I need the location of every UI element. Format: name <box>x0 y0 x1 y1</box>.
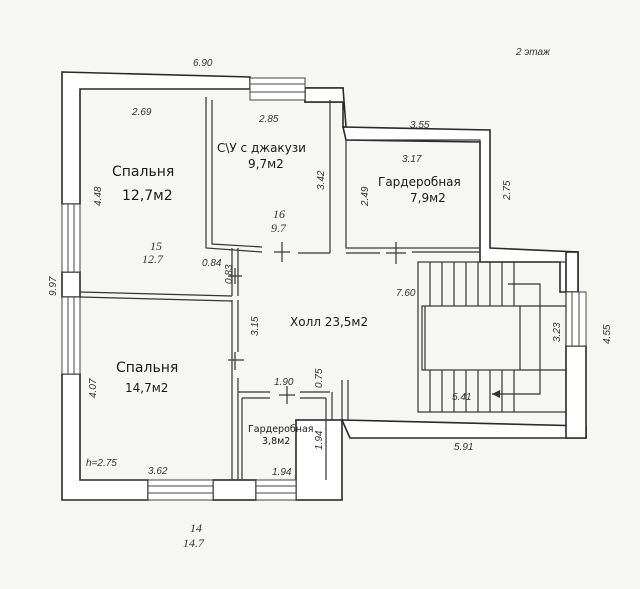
door-marks <box>228 242 406 404</box>
wardrobe2-area: 3,8м2 <box>262 436 290 447</box>
window-top <box>249 77 306 101</box>
dim-190: 1.90 <box>274 377 294 388</box>
window-left-upper <box>61 203 81 273</box>
dim-wardrobe2-side: 1.94 <box>314 430 325 450</box>
wardrobe1-name: Гардеробная <box>378 175 461 189</box>
bedroom1-name: Спальня <box>112 164 174 180</box>
bath-name: С\У с джакузи <box>217 141 306 155</box>
dim-bath-top: 2.85 <box>258 114 279 125</box>
interior-walls <box>79 97 481 480</box>
stair-steps-lower <box>429 370 515 412</box>
bedroom1-number: 15 <box>150 239 162 253</box>
dim-top: 6.90 <box>193 58 213 69</box>
bedroom1-number-area: 12.7 <box>142 252 164 266</box>
stair-steps-upper <box>429 262 515 306</box>
bath-number-area: 9.7 <box>271 221 287 235</box>
bedroom2-name: Спальня <box>116 360 178 376</box>
window-bottom-left <box>147 479 214 501</box>
dim-right-top: 3.55 <box>410 120 430 131</box>
bedroom1-area: 12,7м2 <box>122 188 173 204</box>
window-right <box>565 291 587 347</box>
dim-wardrobe1-side: 2.49 <box>360 186 371 207</box>
dim-wardrobe2-bottom: 1.94 <box>272 467 292 478</box>
dim-075: 0.75 <box>314 368 325 388</box>
stair-arrow-icon <box>492 390 500 398</box>
dim-stair-bottom: 5.41 <box>452 392 471 403</box>
dim-bottom-right: 5.91 <box>454 442 473 453</box>
dim-083: 0.83 <box>224 264 235 284</box>
windows <box>61 77 587 501</box>
staircase <box>417 261 567 413</box>
dim-stair-top: 7.60 <box>396 288 416 299</box>
dim-ceiling-height: h=2.75 <box>86 458 117 469</box>
wardrobe1-area: 7,9м2 <box>410 191 446 205</box>
hall-name: Холл 23,5м2 <box>290 315 368 329</box>
window-bottom-right <box>255 479 297 501</box>
dim-bedroom1-side: 4.48 <box>93 186 104 206</box>
dim-right-side: 2.75 <box>502 180 513 201</box>
dim-left-total: 9.97 <box>48 276 59 296</box>
dim-stair-side: 3.23 <box>552 322 563 342</box>
floor-label: 2 этаж <box>515 47 551 58</box>
bath-area: 9,7м2 <box>248 157 284 171</box>
wardrobe2-name: Гардеробная <box>248 424 314 435</box>
dim-bedroom1-top: 2.69 <box>131 107 152 118</box>
bedroom2-area: 14,7м2 <box>125 381 168 395</box>
dim-bedroom2-side: 4.07 <box>88 378 99 398</box>
dim-bath-side: 3.42 <box>316 170 327 190</box>
dim-315: 3.15 <box>250 316 261 336</box>
dim-right-total: 4.55 <box>602 324 613 344</box>
bedroom2-number-area: 14.7 <box>183 536 205 550</box>
dim-bedroom2-bottom: 3.62 <box>148 466 168 477</box>
dim-084: 0.84 <box>202 258 222 269</box>
dim-wardrobe1-top: 3.17 <box>402 154 422 165</box>
bedroom2-number: 14 <box>190 521 202 535</box>
bath-number: 16 <box>273 207 285 221</box>
dimensions: 6.90 2.69 2.85 3.55 3.17 4.48 3.42 2.49 … <box>48 58 613 478</box>
window-left-lower <box>61 296 81 375</box>
